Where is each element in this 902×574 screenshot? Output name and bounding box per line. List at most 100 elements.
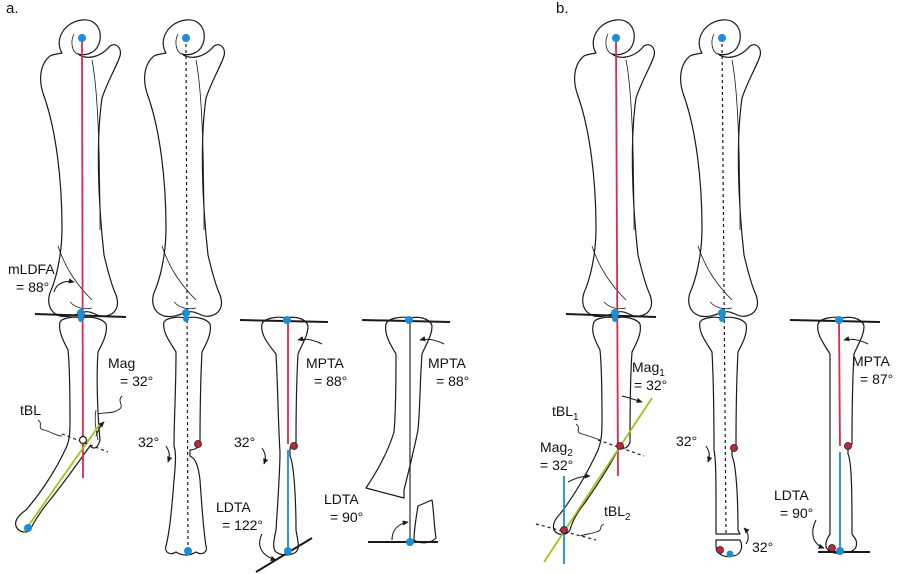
tbl1-leader [575,423,601,441]
mechanical-axis-dashed [721,37,727,535]
bisector-line [543,397,653,563]
osteotomy-point-2 [560,526,568,534]
mpta-label: MPTA [306,355,345,371]
angle-label: 32° [234,434,255,450]
angle-arrow-2 [743,527,750,545]
ldta-label: LDTA [774,487,809,503]
ankle-center-point [726,550,734,558]
ankle-center-point [406,538,414,546]
tibia-outline [365,316,433,499]
knee-center-point-lower [78,316,84,322]
angle-label: 32° [138,434,159,450]
mpta-angle-arrow [297,336,323,345]
tibia-outline [552,316,641,536]
osteotomy-point [290,442,298,450]
panel-b: b. Mag1 = 32° tBL1 Mag2 = 32° tBL2 [535,0,893,564]
panel-a-label: a. [6,0,19,17]
knee-center-point [611,309,619,317]
panel-b-leg-2: 32° 32° [676,19,773,558]
ldta-angle-arrow [812,519,825,549]
tibia-outline [817,316,865,554]
mag1-value: = 32° [634,377,667,393]
tibia-outline [15,316,107,533]
femur-outline [574,19,655,318]
tibia-outline [261,316,309,556]
knee-center-point [283,316,291,324]
angle-label-1: 32° [676,433,697,449]
panel-a-leg-2: 32° [138,19,225,556]
ankle-joint-line [255,537,313,573]
knee-center-point [405,316,413,324]
femur-outline [680,19,761,318]
mag1-angle-arrow [621,395,643,403]
mpta-label: MPTA [428,355,467,371]
knee-center-point [182,309,190,317]
mag-leader [97,395,123,415]
mechanical-axis-dashed [185,37,189,553]
cora-point [78,435,88,445]
osteotomy-point-2 [716,546,724,554]
osteotomy-point-2 [828,544,836,552]
mag2-angle-arrow [567,473,591,483]
ldta-angle-arrow [259,533,277,562]
panel-a-tibia-3: MPTA = 88° 32° LDTA = 122° [216,316,347,573]
tbl1-label: tBL1 [552,403,579,423]
mag1-label: Mag1 [632,359,665,379]
mpta-angle-arrow [419,336,445,345]
ldta-value: = 122° [222,517,263,533]
mldfa-value: = 88° [16,279,49,295]
hip-center-point [78,34,86,42]
bisector-line [23,423,101,533]
mag2-label: Mag2 [540,439,573,459]
knee-center-point [718,309,726,317]
knee-center-point-lower [719,316,725,322]
ankle-center-point [24,524,32,532]
panel-b-tibia-3: MPTA = 87° LDTA = 90° [774,316,893,555]
osteotomy-point [194,440,202,448]
osteotomy-point-1 [730,444,738,452]
knee-center-point-lower [612,316,618,322]
mag-label: Mag [108,355,135,371]
femur-outline [144,19,225,318]
angle-arrow [165,445,173,463]
mechanical-axis-line [615,37,619,477]
angle-arrow-1 [705,445,713,463]
proximal-mechanical-axis [838,319,841,447]
ldta-angle-arrow [391,520,409,541]
tbl-leader [37,419,63,437]
hip-center-point [182,34,190,42]
panel-b-label: b. [556,0,569,17]
mpta-value: = 88° [436,373,469,389]
mpta-value: = 88° [314,373,347,389]
hip-center-point [718,34,726,42]
ankle-center-point [284,547,292,555]
mldfa-angle-arrow [53,278,75,293]
angle-arrow [261,447,269,465]
tibia-outline [699,316,747,535]
mpta-angle-arrow [843,336,869,345]
ldta-value: = 90° [330,509,363,525]
ankle-center-point [184,547,192,555]
ankle-center-point [836,547,844,555]
mpta-label: MPTA [852,353,891,369]
panel-a-leg-1: mLDFA = 88° Mag = 32° tBL [8,19,153,533]
panel-a: a. mLDFA = 88° Mag = 32° tBL [6,0,469,573]
ldta-value: = 90° [780,505,813,521]
osteotomy-point-1 [844,442,852,450]
mag2-value: = 32° [540,457,573,473]
mpta-value: = 87° [860,371,893,387]
knee-center-point [835,316,843,324]
mldfa-label: mLDFA [8,261,55,277]
tibial-plateau-line [789,319,881,323]
knee-center-point-lower [183,316,189,322]
panel-b-leg-1: Mag1 = 32° tBL1 Mag2 = 32° tBL2 [535,19,667,564]
panel-a-tibia-4: MPTA = 88° LDTA = 90° [324,316,469,546]
mag-value: = 32° [120,373,153,389]
knee-center-point [77,309,85,317]
mechanical-axis-line [81,37,84,479]
mag-angle-arrow [95,421,105,437]
knee-joint-line [565,313,657,318]
angle-label-2: 32° [752,539,773,555]
hip-center-point [612,34,620,42]
tbl2-label: tBL2 [604,503,631,523]
